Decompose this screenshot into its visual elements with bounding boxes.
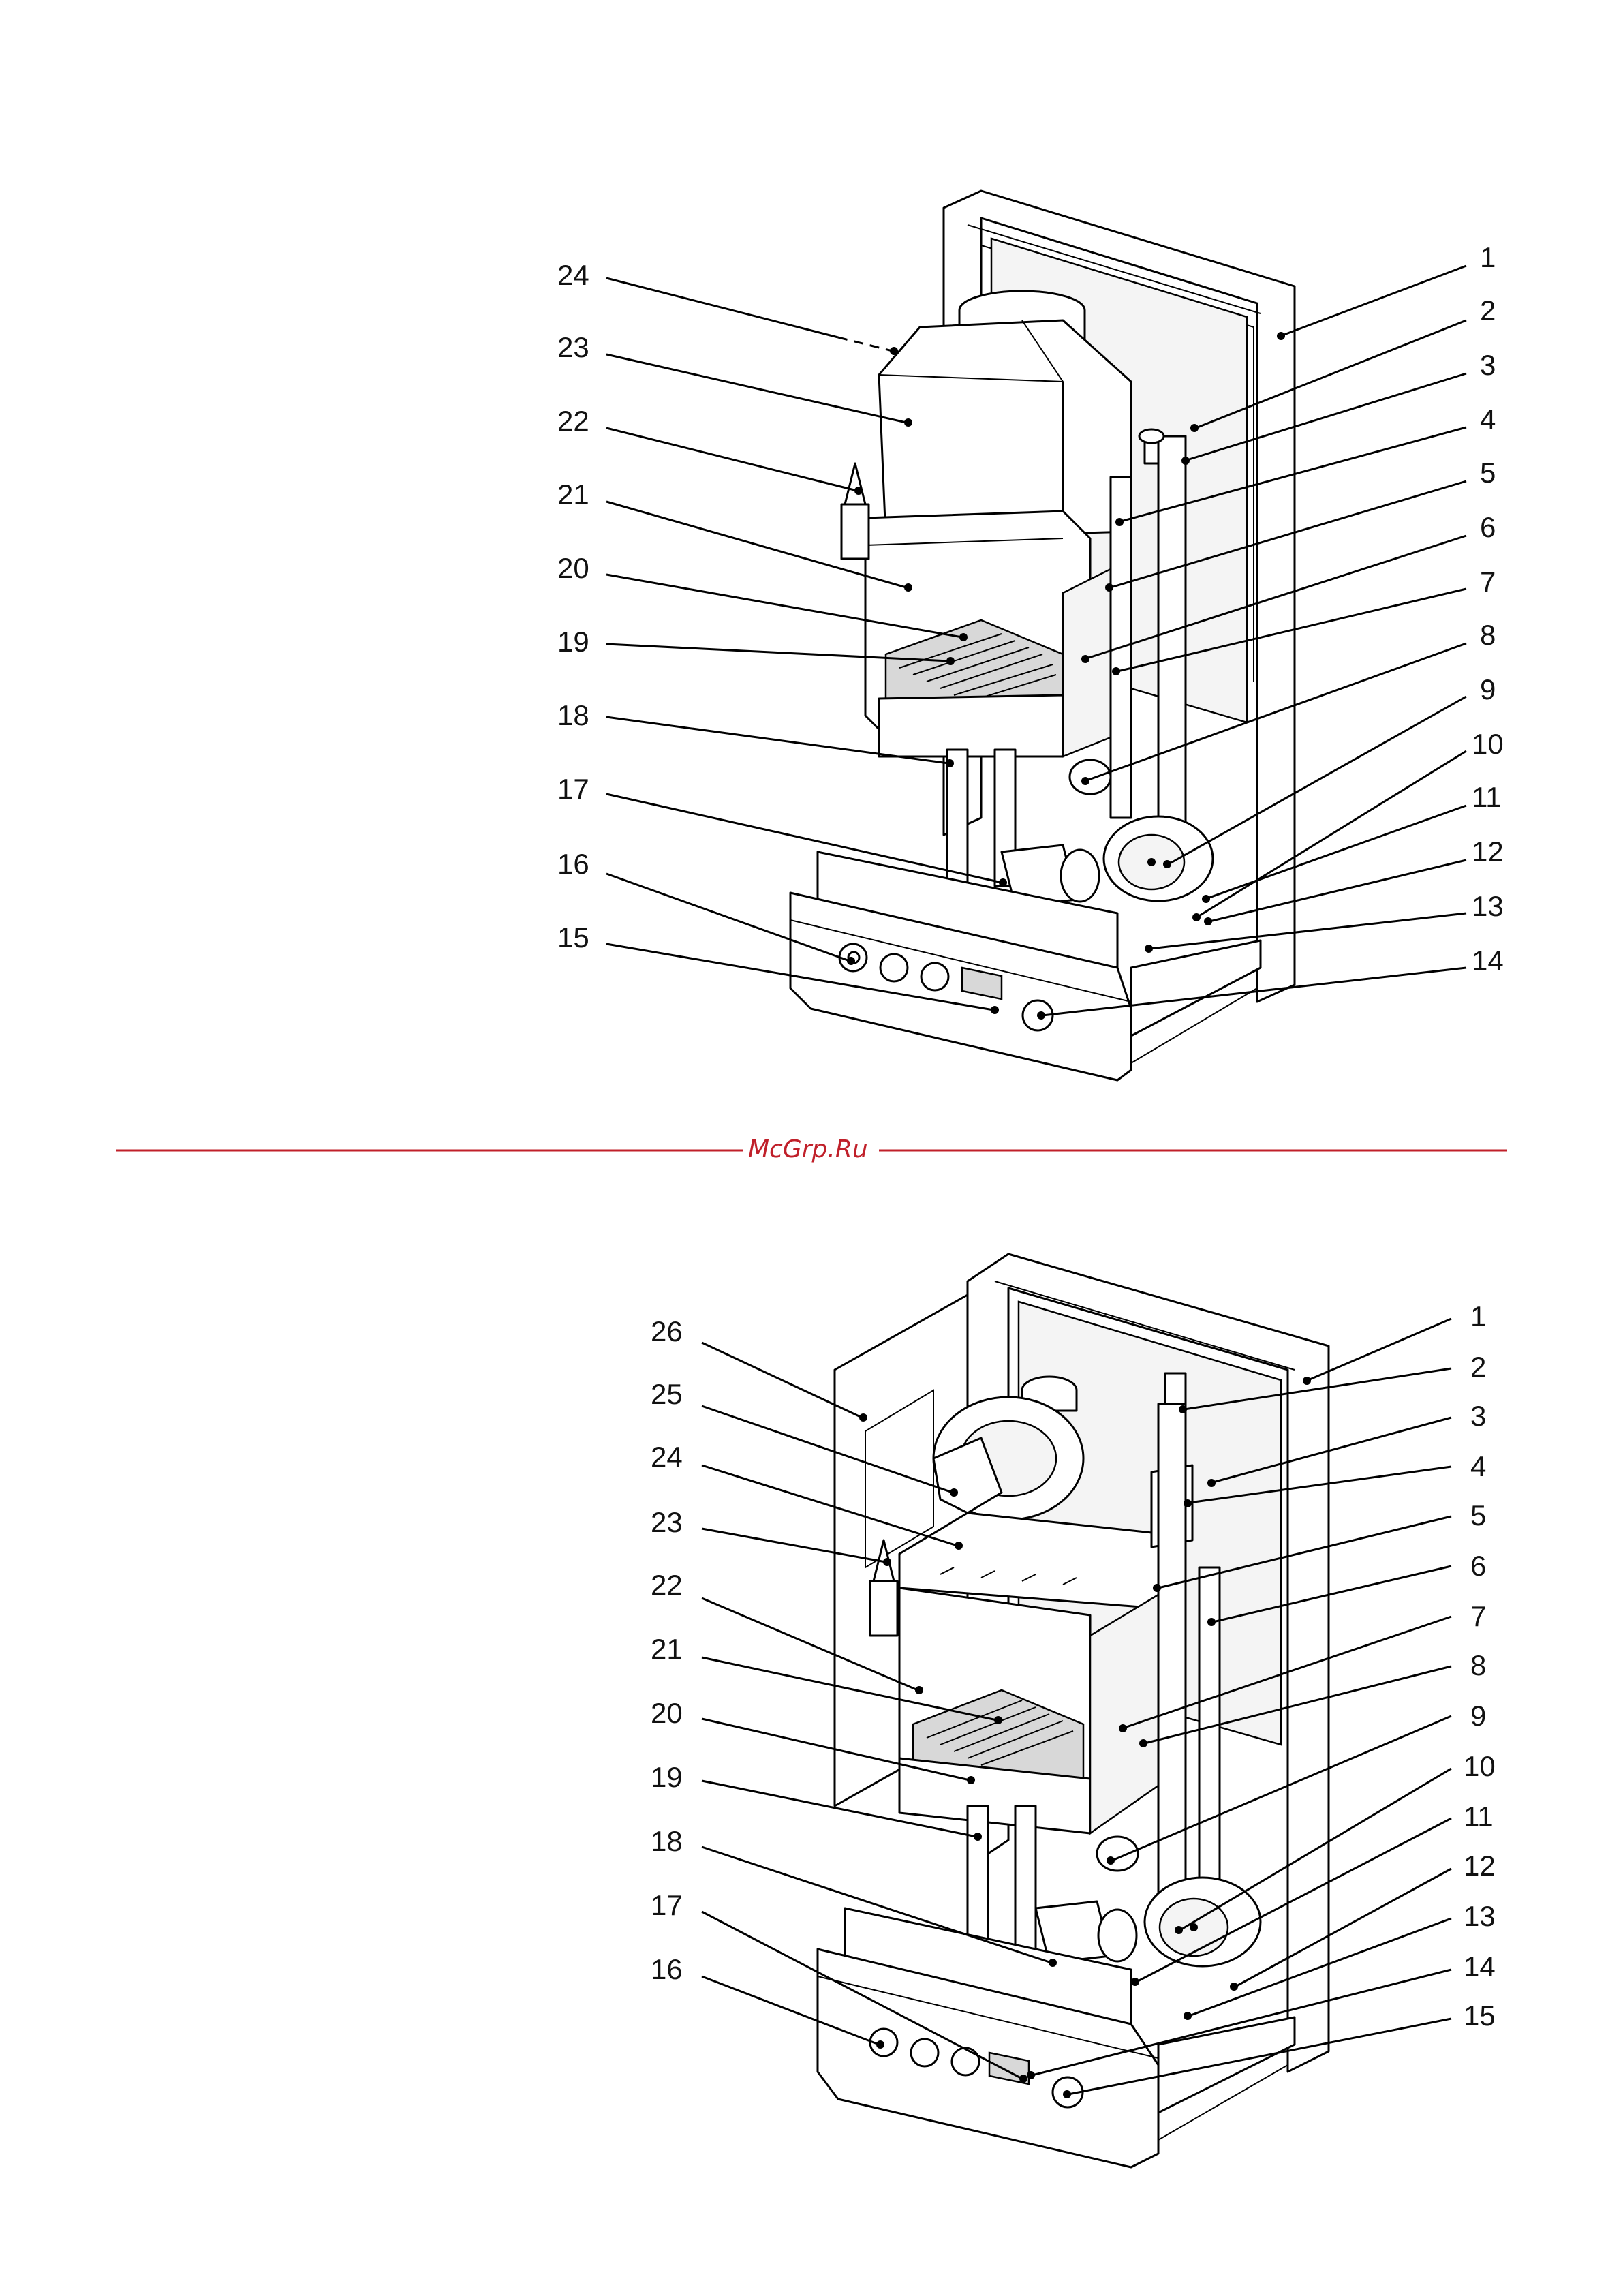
- callout-top-right-12: 12: [1472, 836, 1504, 868]
- callout-top-left-20: 20: [557, 552, 589, 584]
- callout-bottom-left-22: 22: [651, 1569, 683, 1601]
- callout-top-right-4: 4: [1480, 403, 1496, 435]
- callout-top-left-24: 24: [557, 259, 589, 291]
- callout-top-right-2: 2: [1480, 294, 1496, 326]
- callout-top-right-10: 10: [1472, 728, 1504, 760]
- callout-bottom-left-23: 23: [651, 1506, 683, 1538]
- callout-bottom-left-19: 19: [651, 1761, 683, 1793]
- callout-bottom-left-20: 20: [651, 1697, 683, 1729]
- callout-top-left-18: 18: [557, 699, 589, 731]
- boiler-drawing-top: [790, 191, 1295, 1080]
- callout-bottom-right-14: 14: [1464, 1950, 1496, 1983]
- callout-bottom-right-11: 11: [1464, 1801, 1494, 1833]
- callout-bottom-right-7: 7: [1470, 1600, 1486, 1632]
- callout-bottom-right-2: 2: [1470, 1351, 1486, 1383]
- callout-top-left-21: 21: [557, 478, 589, 510]
- callout-top-right-11: 11: [1472, 781, 1502, 813]
- callout-top-right-3: 3: [1480, 349, 1496, 381]
- callout-bottom-right-13: 13: [1464, 1900, 1496, 1932]
- callout-bottom-right-1: 1: [1470, 1300, 1486, 1332]
- callout-top-right-7: 7: [1480, 566, 1496, 598]
- callout-bottom-left-17: 17: [651, 1889, 683, 1921]
- callout-bottom-left-24: 24: [651, 1441, 683, 1473]
- callout-top-right-1: 1: [1480, 241, 1496, 273]
- callout-bottom-right-5: 5: [1470, 1499, 1486, 1531]
- callout-bottom-left-18: 18: [651, 1825, 683, 1857]
- watermark: McGrp.Ru: [748, 1135, 868, 1163]
- callout-top-left-19: 19: [557, 626, 589, 658]
- callout-top-right-6: 6: [1480, 511, 1496, 543]
- callout-bottom-right-3: 3: [1470, 1400, 1486, 1432]
- callout-top-left-23: 23: [557, 331, 589, 363]
- callout-bottom-right-8: 8: [1470, 1649, 1486, 1681]
- callout-top-left-17: 17: [557, 773, 589, 805]
- boiler-drawing-bottom: [818, 1254, 1329, 2167]
- callout-top-right-5: 5: [1480, 457, 1496, 489]
- callout-bottom-right-9: 9: [1470, 1700, 1486, 1732]
- callout-bottom-left-21: 21: [651, 1633, 683, 1665]
- callout-top-right-13: 13: [1472, 890, 1504, 922]
- callout-top-right-8: 8: [1480, 619, 1496, 651]
- callout-top-right-14: 14: [1472, 945, 1504, 977]
- callout-bottom-left-26: 26: [651, 1315, 683, 1347]
- callout-bottom-right-6: 6: [1470, 1550, 1486, 1582]
- callout-bottom-right-15: 15: [1464, 2000, 1496, 2032]
- callout-top-right-9: 9: [1480, 673, 1496, 705]
- callout-top-left-16: 16: [557, 848, 589, 880]
- callout-bottom-right-4: 4: [1470, 1450, 1486, 1482]
- callout-top-left-15: 15: [557, 921, 589, 953]
- callout-bottom-left-25: 25: [651, 1378, 683, 1410]
- callout-bottom-right-12: 12: [1464, 1850, 1496, 1882]
- callout-bottom-right-10: 10: [1464, 1750, 1496, 1782]
- callout-top-left-22: 22: [557, 405, 589, 437]
- callout-bottom-left-16: 16: [651, 1953, 683, 1985]
